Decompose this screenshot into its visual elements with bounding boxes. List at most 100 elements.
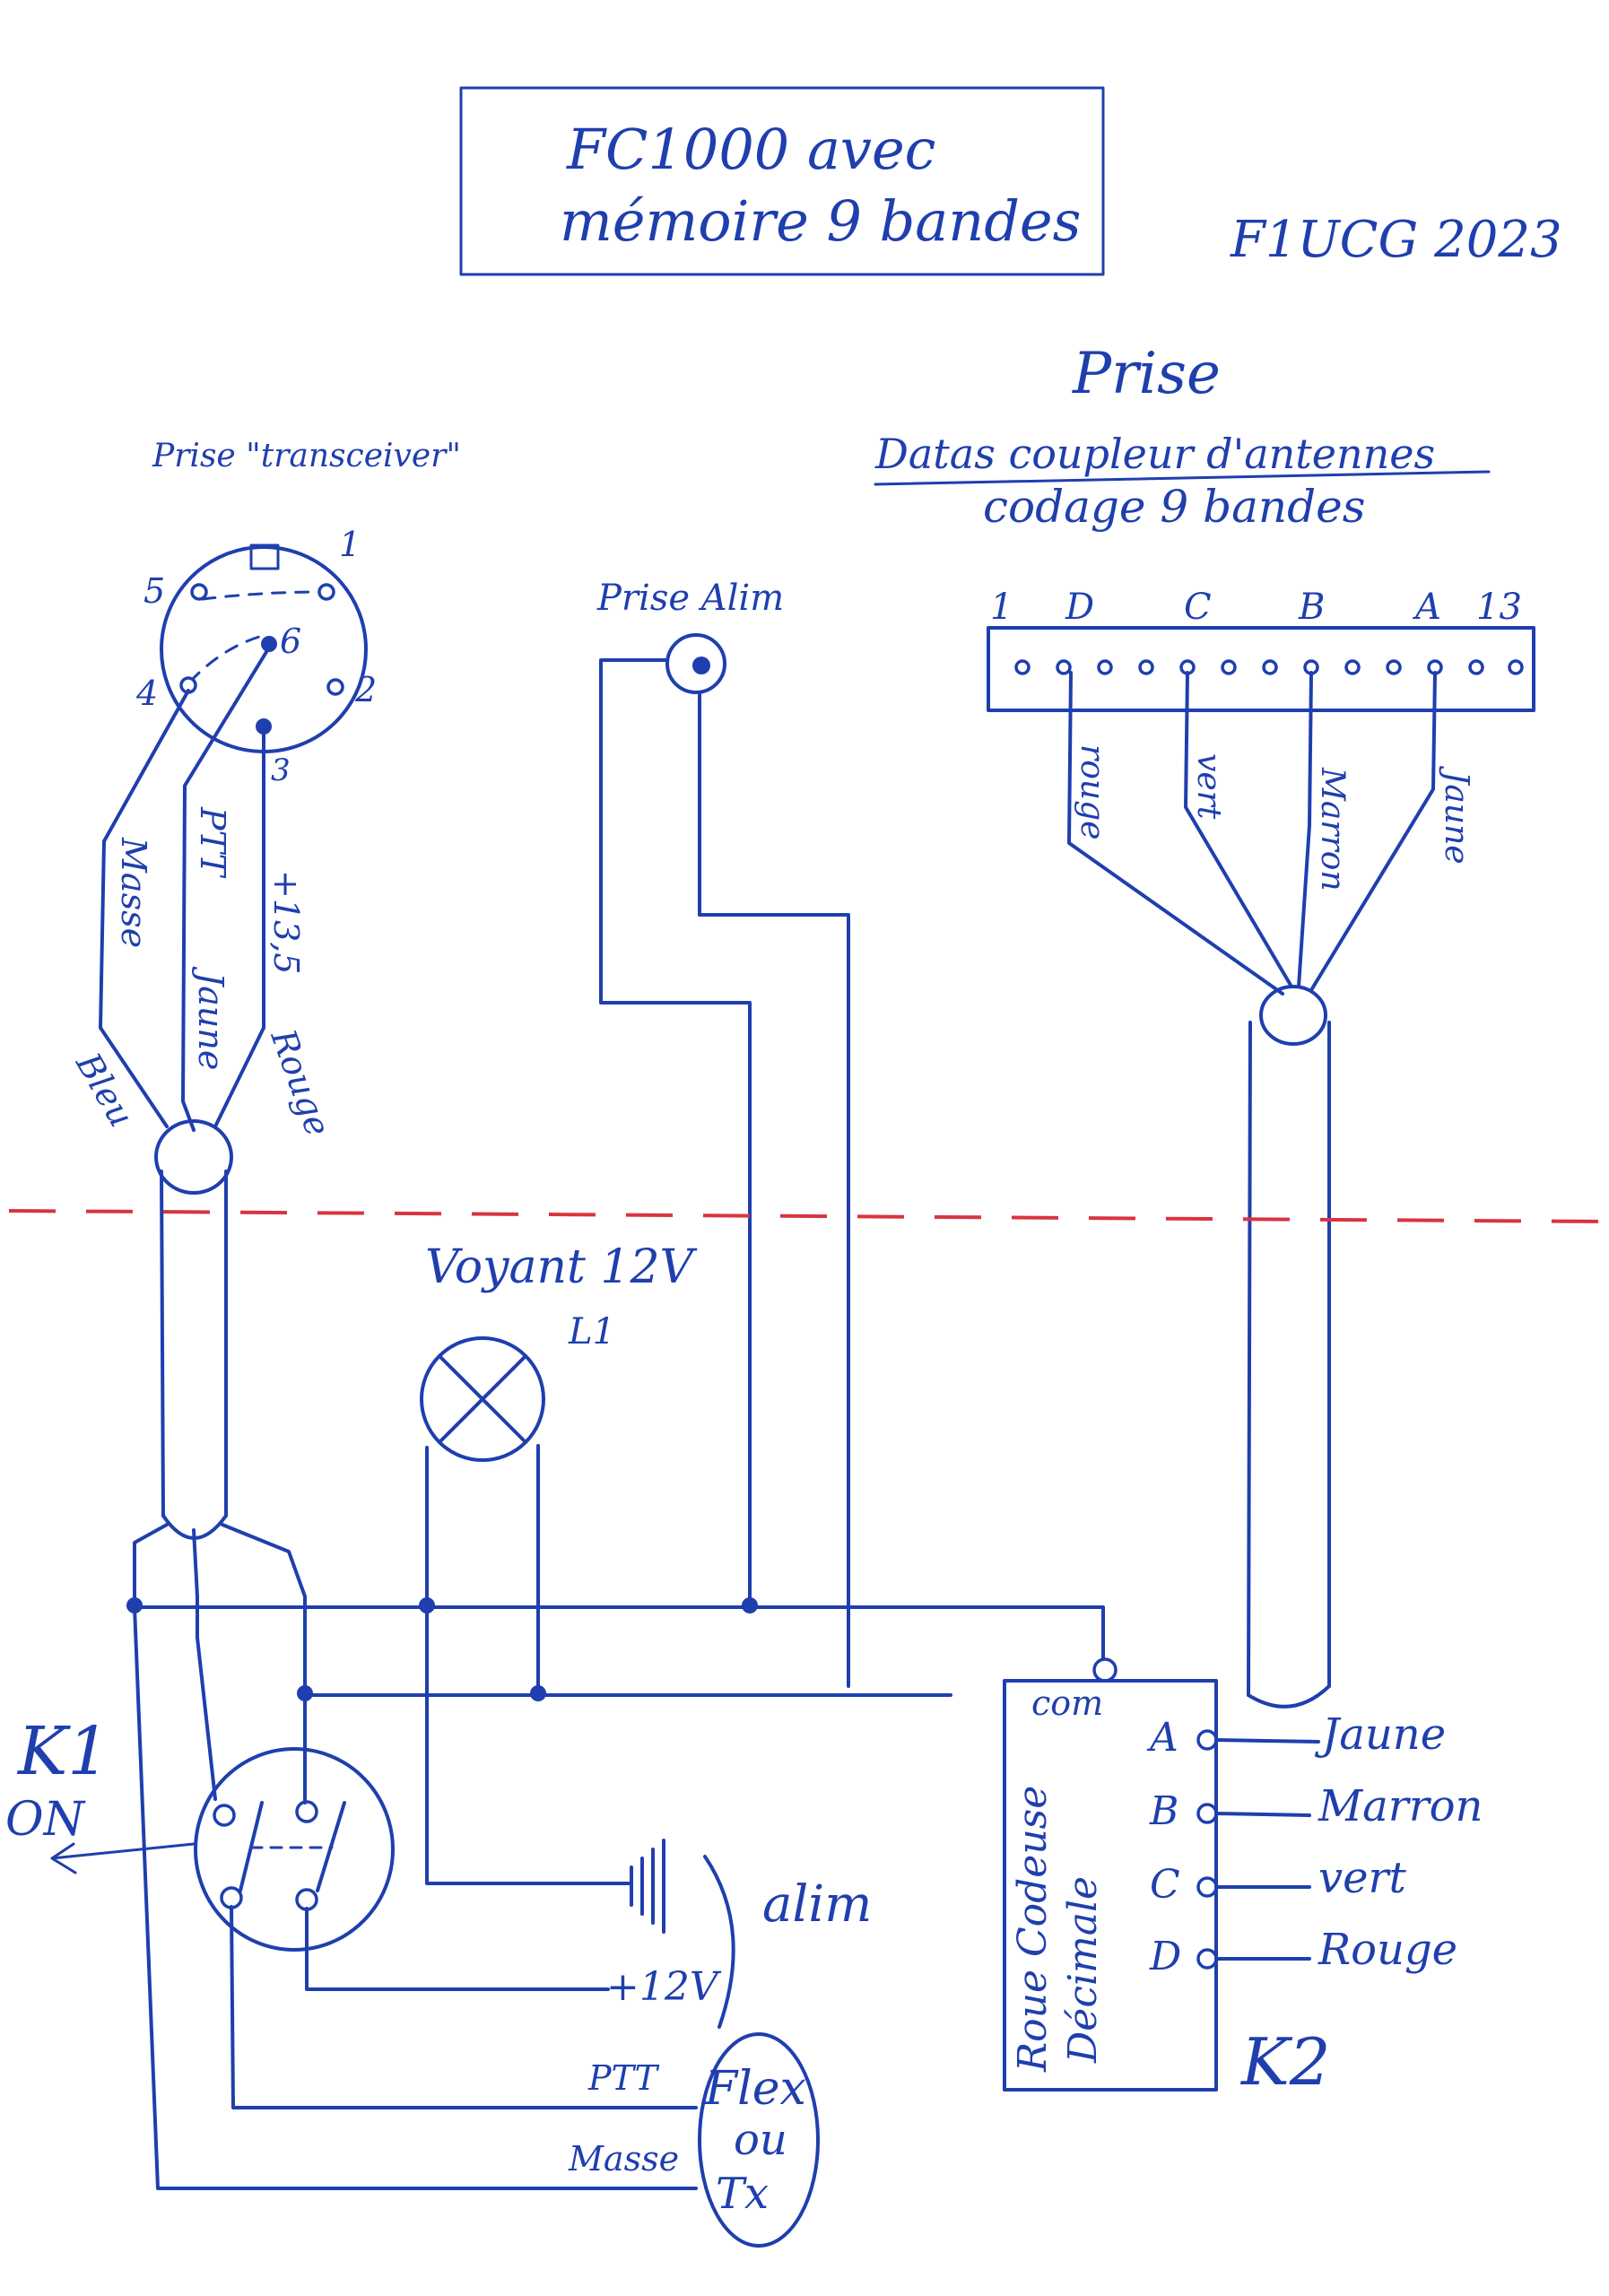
db-pin-label-b: B — [1298, 587, 1325, 628]
supply-label: alim — [762, 1875, 872, 1934]
switch-ref: K1 — [16, 1713, 109, 1790]
din-pin-label-5: 5 — [144, 571, 165, 611]
switch-state-arrow — [50, 1842, 196, 1874]
data-plug-subtitle-2: codage 9 bandes — [983, 481, 1365, 533]
encoder-com-terminal — [1092, 1657, 1118, 1683]
data-wire-color-marron: Marron — [1314, 767, 1351, 891]
encoder-term-label-c: C — [1150, 1862, 1180, 1908]
encoder-wire-color-c: vert — [1318, 1853, 1406, 1903]
junction-ground-1 — [126, 1597, 143, 1613]
switch-k1-contact-2 — [295, 1800, 318, 1823]
transceiver-cable-sheath — [160, 1170, 228, 1518]
switch-k1-contact-3 — [220, 1886, 243, 1909]
ground-bus — [133, 1595, 1105, 1668]
data-cable-end — [1247, 1684, 1331, 1709]
title-line-1: FC1000 avec — [566, 117, 935, 182]
power-jack-body — [665, 633, 726, 694]
encoder-lead-b — [1214, 1812, 1311, 1817]
encoder-term-label-a: A — [1146, 1715, 1178, 1761]
lamp-ref: L1 — [568, 1311, 615, 1352]
encoder-wire-color-a: Jaune — [1314, 1709, 1446, 1760]
din-pin-label-6: 6 — [280, 622, 301, 661]
positive-bus — [303, 1595, 952, 1697]
title-box — [459, 86, 1105, 276]
switch-k1-contact-1 — [213, 1804, 236, 1827]
data-wire-b-marron — [1297, 671, 1313, 988]
lamp-l1-cross — [438, 1354, 527, 1444]
power-wire-a — [599, 658, 752, 1609]
power-wire-b — [698, 691, 850, 1688]
supply-plus-label: +12V — [606, 1964, 722, 2010]
din-pin-label-4: 4 — [135, 674, 158, 713]
wire-func-masse: Masse — [114, 837, 153, 948]
transceiver-cable-entry — [154, 1119, 233, 1195]
din-pin-1 — [317, 583, 335, 601]
encoder-term-label-b: B — [1149, 1788, 1178, 1834]
switch-out-12v — [305, 1907, 610, 1991]
wire-color-bleu: Bleu — [68, 1046, 142, 1134]
transceiver-cable-fanout — [133, 1523, 307, 1598]
din-pin-label-1: 1 — [339, 525, 361, 564]
flex-block-line-2: ou — [734, 2115, 787, 2165]
junction-positive-2 — [530, 1685, 546, 1701]
data-cable-sheath — [1247, 1021, 1331, 1697]
lamp-l1-symbol — [420, 1336, 545, 1462]
switch-k1-body — [194, 1747, 395, 1952]
db-pin-label-13: 13 — [1476, 587, 1522, 628]
wire-color-rouge: Rouge — [263, 1023, 338, 1141]
data-wire-c-vert — [1184, 671, 1293, 988]
flex-ptt-label: PTT — [587, 2058, 660, 2098]
encoder-ref: K2 — [1239, 2024, 1331, 2100]
wire-13v5-rouge — [213, 726, 265, 1128]
switch-state: ON — [5, 1793, 86, 1847]
encoder-terminal-d — [1196, 1948, 1218, 1970]
encoder-term-label-d: D — [1149, 1934, 1181, 1979]
data-wire-a-jaune — [1309, 671, 1437, 992]
encoder-terminal-c — [1196, 1876, 1218, 1898]
switch-k1-contact-4 — [295, 1888, 318, 1911]
junction-ground-3 — [742, 1597, 758, 1613]
data-plug-underline — [874, 470, 1491, 486]
data-wire-color-jaune: Jaune — [1438, 765, 1474, 865]
lamp-label: Voyant 12V — [425, 1240, 698, 1294]
encoder-title-1: Roue Codeuse — [1010, 1786, 1056, 2073]
wire-ptt-jaune — [181, 646, 271, 1132]
wire-func-ptt: PTT — [193, 806, 232, 879]
flex-block-line-1: Flex — [704, 2062, 806, 2116]
author-label: F1UCG 2023 — [1230, 211, 1562, 269]
power-plug-label: Prise Alim — [596, 578, 784, 619]
encoder-title-2: Décimale — [1060, 1876, 1106, 2064]
encoder-lead-a — [1214, 1738, 1320, 1744]
din-pin-label-2: 2 — [354, 670, 377, 709]
lamp-wire-left — [425, 1446, 633, 1885]
data-cable-entry — [1259, 985, 1327, 1046]
flex-masse-label: Masse — [568, 2139, 679, 2179]
db-pin-label-c: C — [1184, 587, 1212, 628]
transceiver-plug-label: Prise "transceiver" — [152, 438, 461, 474]
din-key — [249, 544, 280, 570]
flex-block-outline — [698, 2032, 820, 2248]
din-pin-2 — [326, 678, 344, 696]
power-jack-pin — [692, 657, 710, 674]
data-wire-color-vert: vert — [1190, 753, 1227, 820]
db-pin-label-1: 1 — [990, 587, 1013, 628]
encoder-terminal-b — [1196, 1803, 1218, 1824]
db-pin-label-a: A — [1412, 587, 1441, 628]
data-plug-label: Prise — [1072, 341, 1221, 407]
data-plug-subtitle-1: Datas coupleur d'antennes — [874, 430, 1435, 478]
switch-out-ptt — [230, 1905, 698, 2109]
junction-ground-2 — [419, 1597, 435, 1613]
din-dashed-link — [188, 590, 323, 683]
wire-func-13v5: +13,5 — [266, 870, 306, 974]
supply-brace — [703, 1855, 735, 2029]
db-connector-body — [987, 626, 1535, 712]
db-pins — [1014, 659, 1524, 675]
db-pin-label-d: D — [1065, 587, 1094, 628]
ptt-wire — [196, 1595, 217, 1801]
wire-color-jaune: Jaune — [191, 966, 230, 1070]
din-pin-label-3: 3 — [271, 752, 291, 788]
encoder-com-label: com — [1031, 1683, 1103, 1723]
encoder-wire-color-d: Rouge — [1318, 1925, 1457, 1975]
ground-symbol — [630, 1839, 665, 1934]
